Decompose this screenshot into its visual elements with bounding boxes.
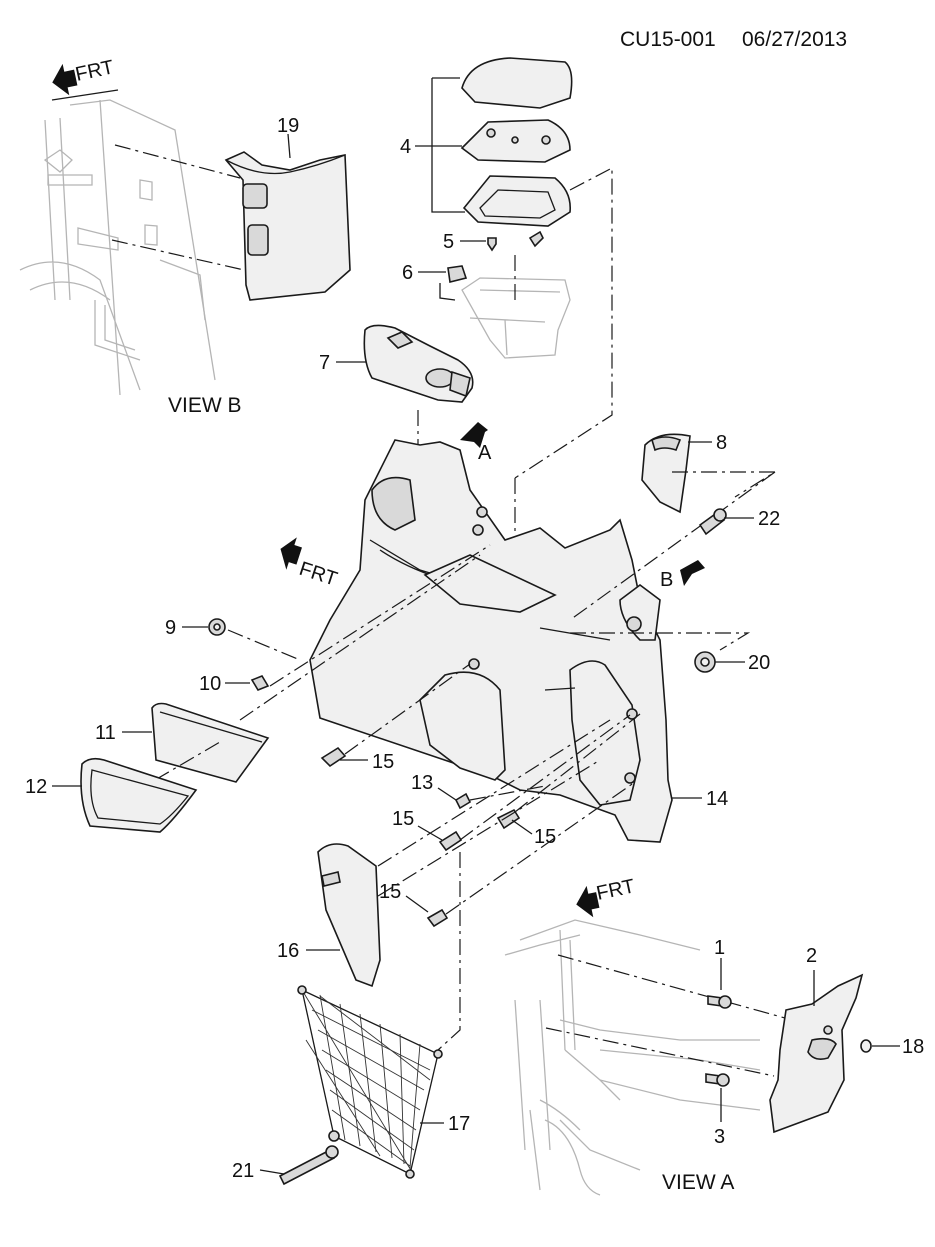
part-20-grommet — [694, 651, 716, 673]
cup-holder — [425, 368, 455, 388]
callout-15: 15 — [534, 826, 556, 848]
part-14-quarter-trim-panel — [309, 439, 673, 843]
callout-21: 21 — [232, 1160, 254, 1182]
console-mount-lines — [417, 167, 613, 590]
main-front-arrow: FRT — [280, 537, 340, 591]
callout-16: 16 — [277, 940, 299, 962]
storage-bin-ghost — [461, 277, 571, 359]
arrow-b-icon — [680, 560, 705, 586]
callout-19: 19 — [277, 115, 299, 137]
front-arrow-icon — [280, 537, 302, 570]
view-a-direction-arrow: A — [460, 422, 492, 464]
part-13-screw — [454, 792, 472, 810]
callout-12: 12 — [25, 776, 47, 798]
front-label: FRT — [73, 56, 115, 86]
part-4-bracket — [415, 77, 465, 213]
part-16-17-mount-lines — [377, 719, 611, 1051]
callout-6: 6 — [402, 262, 413, 284]
callout-22: 22 — [758, 508, 780, 530]
callout-9: 9 — [165, 617, 176, 639]
view-b-title: VIEW B — [168, 394, 242, 417]
part-19-slot — [247, 224, 269, 256]
callout-14: 14 — [706, 788, 728, 810]
speaker-grille — [371, 476, 416, 531]
callout-2: 2 — [806, 945, 817, 967]
callout-3: 3 — [714, 1126, 725, 1148]
front-arrow-icon — [52, 63, 78, 96]
part-12-trim-ring — [80, 757, 198, 833]
part-18-clip — [860, 1039, 872, 1053]
part-8-mount-lines — [569, 471, 778, 621]
front-label: FRT — [296, 558, 339, 591]
part-10-screw — [250, 675, 270, 691]
part-19-clip-pocket — [242, 183, 268, 209]
storage-tray — [423, 554, 557, 613]
callout-7: 7 — [319, 352, 330, 374]
part-9-10-mount-lines — [227, 544, 491, 687]
callout-11: 11 — [95, 722, 116, 744]
part-21-bolt — [278, 1145, 339, 1186]
arrow-b-label: B — [660, 569, 673, 591]
arrow-a-icon — [460, 422, 488, 448]
arrow-a-label: A — [478, 442, 492, 464]
part-5-screws — [487, 230, 544, 252]
part-16-side-pocket-panel — [317, 843, 381, 988]
view-b-direction-arrow: B — [660, 560, 705, 591]
callout-8: 8 — [716, 432, 727, 454]
part-11-mount-lines — [154, 554, 481, 781]
part-17-cargo-net — [297, 985, 443, 1179]
callout-4: 4 — [400, 136, 411, 158]
callout-1: 1 — [714, 937, 725, 959]
part-9-clip — [208, 618, 226, 636]
view-a-front-arrow: FRT — [576, 875, 637, 918]
part-15-fasteners — [320, 746, 521, 928]
part-11-cover-panel — [151, 702, 270, 783]
view-b-vehicle-outline — [19, 99, 216, 396]
view-a-mount-lines — [545, 954, 786, 1077]
part-2-pillar-trim — [769, 973, 864, 1134]
part-8-cover — [641, 433, 691, 514]
part-7-armrest-console — [363, 324, 474, 403]
callout-5: 5 — [443, 231, 454, 253]
part-20-mount-line — [570, 632, 751, 651]
part-6-clip — [439, 265, 468, 301]
diagram-code: CU15-001 — [620, 28, 716, 51]
callout-20: 20 — [748, 652, 770, 674]
diagram-date: 06/27/2013 — [742, 28, 847, 51]
part-19-pillar-trim — [224, 151, 351, 301]
callout-17: 17 — [448, 1113, 470, 1135]
front-label: FRT — [594, 875, 636, 905]
front-arrow-icon — [576, 885, 600, 918]
view-a-vehicle-outline — [504, 919, 761, 1196]
part-3-screw — [705, 1073, 730, 1087]
callout-13: 13 — [411, 772, 433, 794]
view-b-front-arrow: FRT — [51, 56, 119, 101]
part-1-screw — [707, 995, 732, 1009]
callout-10: 10 — [199, 673, 221, 695]
lower-pocket — [419, 671, 506, 781]
view-a-title: VIEW A — [662, 1171, 734, 1194]
part-22-bolt — [698, 508, 727, 536]
part-4-lid-assembly — [460, 57, 573, 227]
callout-15: 15 — [392, 808, 414, 830]
callout-15: 15 — [379, 881, 401, 903]
callout-15: 15 — [372, 751, 394, 773]
callout-18: 18 — [902, 1036, 924, 1058]
view-b-mount-lines — [111, 144, 245, 271]
